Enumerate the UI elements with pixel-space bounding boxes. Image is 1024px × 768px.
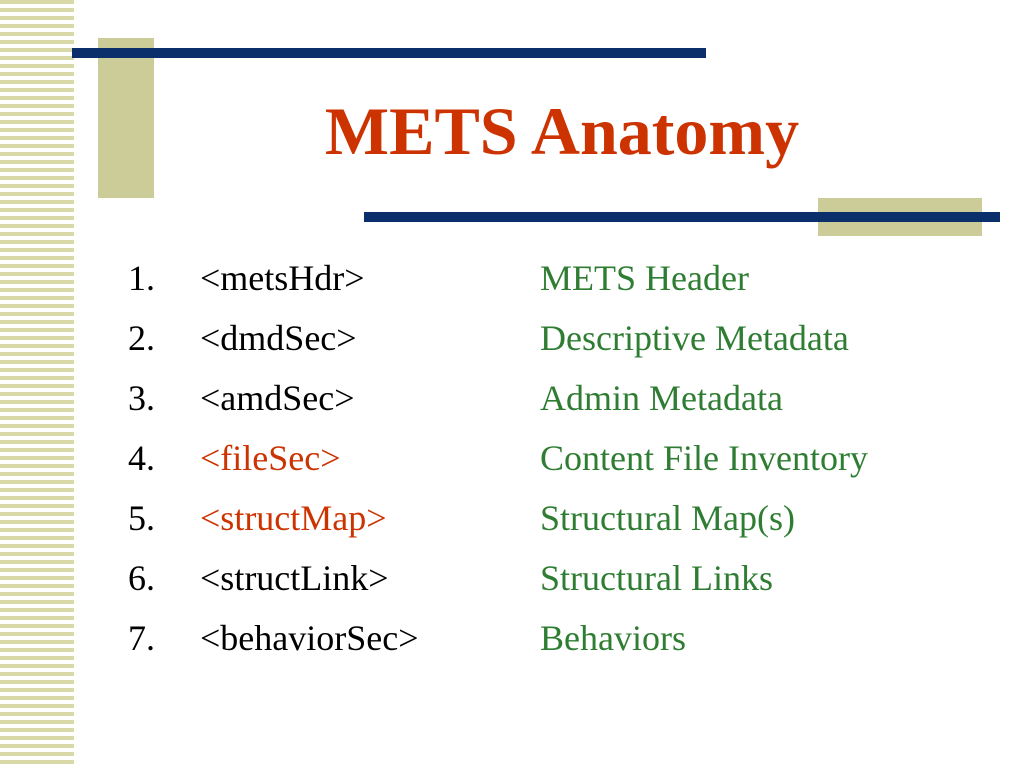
item-description: METS Header: [540, 258, 749, 298]
list-item: 3. <amdSec> Admin Metadata: [128, 368, 1008, 428]
list-item: 5. <structMap> Structural Map(s): [128, 488, 1008, 548]
list-item: 7. <behaviorSec> Behaviors: [128, 608, 1008, 668]
item-number: 6.: [128, 558, 155, 598]
item-tag: <metsHdr>: [200, 258, 365, 298]
item-list: 1. <metsHdr> METS Header 2. <dmdSec> Des…: [128, 248, 1008, 668]
list-item: 2. <dmdSec> Descriptive Metadata: [128, 308, 1008, 368]
slide-title: METS Anatomy: [324, 93, 800, 169]
list-item: 1. <metsHdr> METS Header: [128, 248, 1008, 308]
list-item: 6. <structLink> Structural Links: [128, 548, 1008, 608]
list-item: 4. <fileSec> Content File Inventory: [128, 428, 1008, 488]
item-number: 3.: [128, 378, 155, 418]
item-tag: <structMap>: [200, 498, 387, 538]
item-description: Structural Links: [540, 558, 773, 598]
item-tag: <behaviorSec>: [200, 618, 419, 658]
item-number: 2.: [128, 318, 155, 358]
item-number: 7.: [128, 618, 155, 658]
item-description: Descriptive Metadata: [540, 318, 849, 358]
item-number: 5.: [128, 498, 155, 538]
item-number: 4.: [128, 438, 155, 478]
navy-bar-top: [72, 48, 706, 58]
item-number: 1.: [128, 258, 155, 298]
item-tag: <fileSec>: [200, 438, 341, 478]
item-description: Behaviors: [540, 618, 686, 658]
tan-block-top: [98, 38, 154, 198]
item-description: Structural Map(s): [540, 498, 795, 538]
item-description: Content File Inventory: [540, 438, 868, 478]
item-tag: <structLink>: [200, 558, 389, 598]
left-stripe-decoration: [0, 0, 74, 768]
item-description: Admin Metadata: [540, 378, 783, 418]
navy-bar-bottom: [364, 212, 1000, 222]
item-tag: <dmdSec>: [200, 318, 357, 358]
item-tag: <amdSec>: [200, 378, 355, 418]
